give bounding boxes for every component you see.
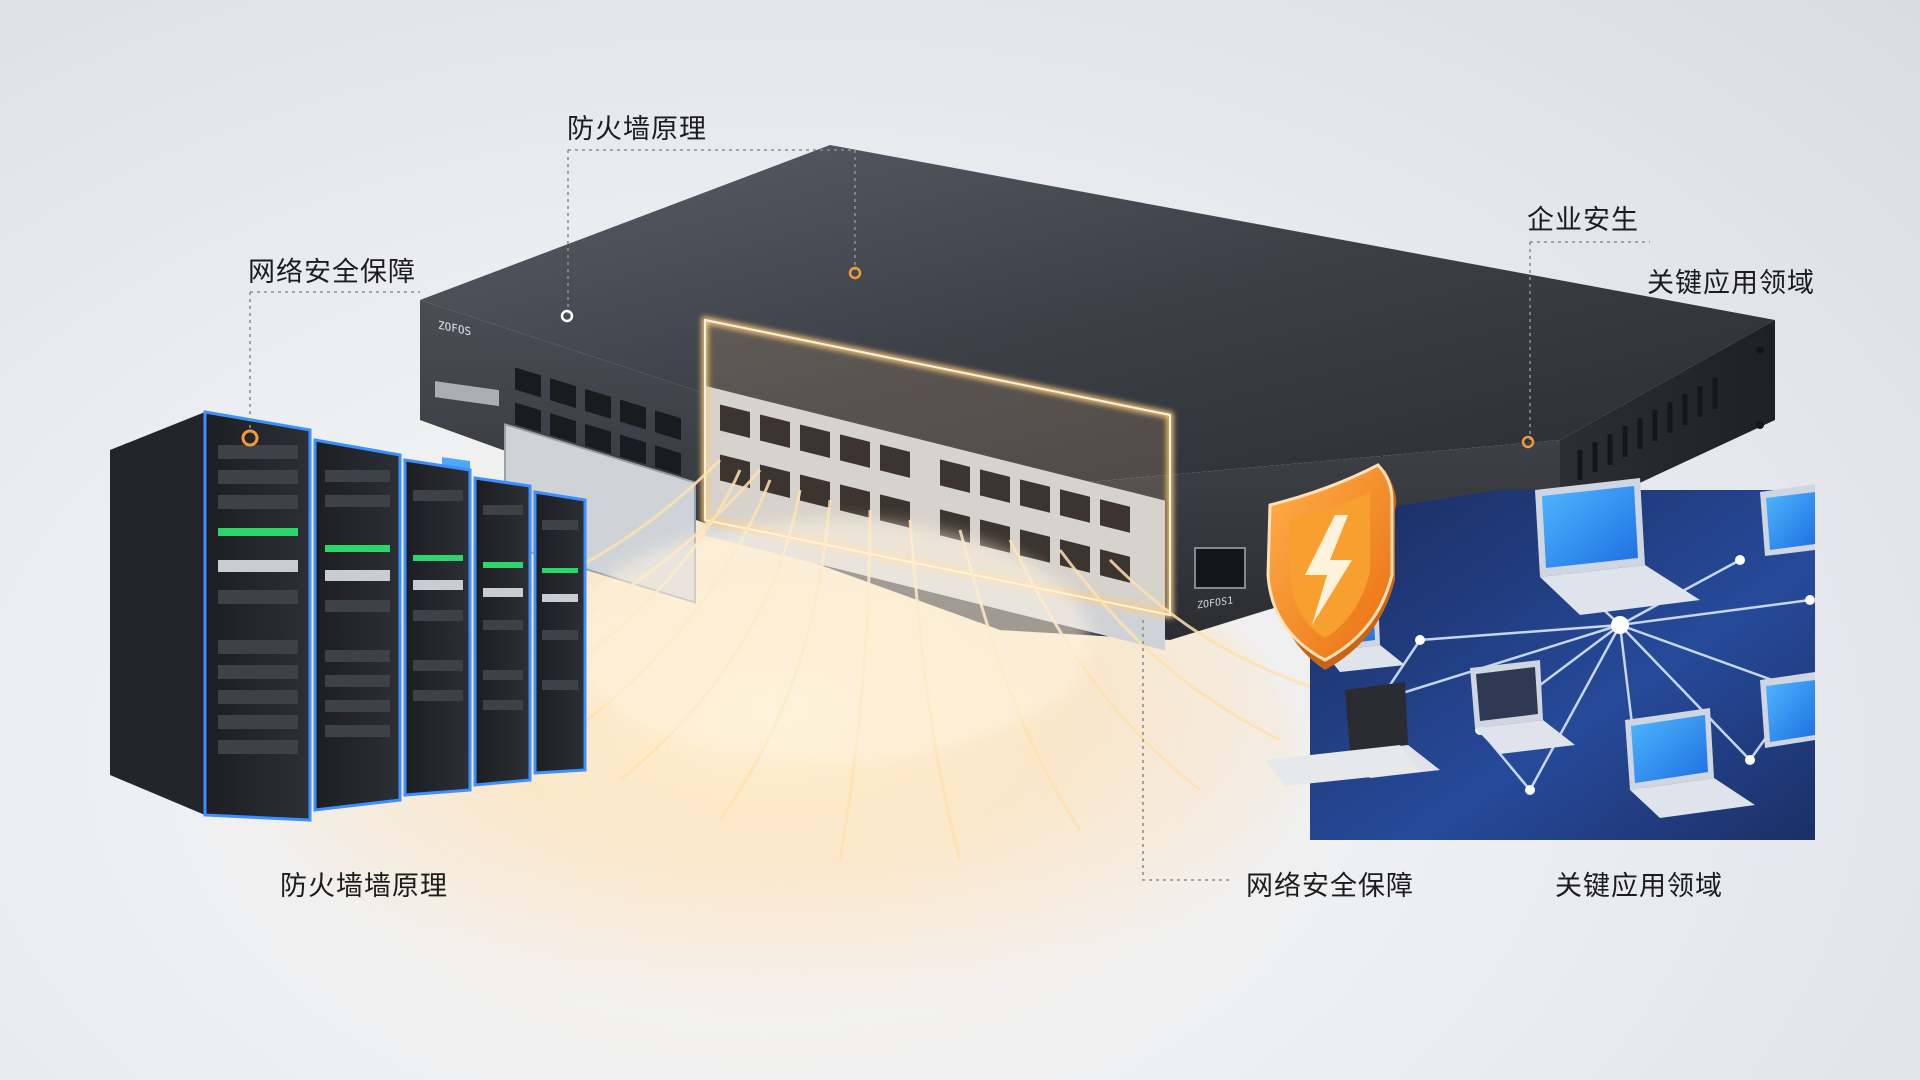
- label-firewall-wall-principle: 防火墙墙原理: [280, 871, 448, 902]
- marker-dot: [1521, 435, 1535, 449]
- laptop-icon: [1535, 478, 1700, 615]
- label-enterprise-security: 企业安生: [1527, 205, 1639, 236]
- marker-dot: [560, 309, 574, 323]
- label-network-security-left: 网络安全保障: [248, 257, 416, 288]
- laptop-icon: [1760, 484, 1815, 556]
- label-network-security-bottom: 网络安全保障: [1246, 871, 1414, 902]
- laptop-icon: [1470, 660, 1575, 754]
- label-firewall-principle: 防火墙原理: [567, 114, 707, 145]
- server-rack-icon: [110, 410, 587, 822]
- label-key-fields-top: 关键应用领域: [1647, 268, 1815, 299]
- leader-lines: [249, 149, 1650, 881]
- laptop-icon: [1760, 672, 1815, 748]
- laptop-icon: [1625, 708, 1755, 818]
- shield-lightning-icon: [1266, 463, 1397, 670]
- marker-dot: [848, 266, 862, 280]
- label-key-fields-bottom: 关键应用领域: [1555, 871, 1723, 902]
- laptop-icon: [1265, 682, 1440, 786]
